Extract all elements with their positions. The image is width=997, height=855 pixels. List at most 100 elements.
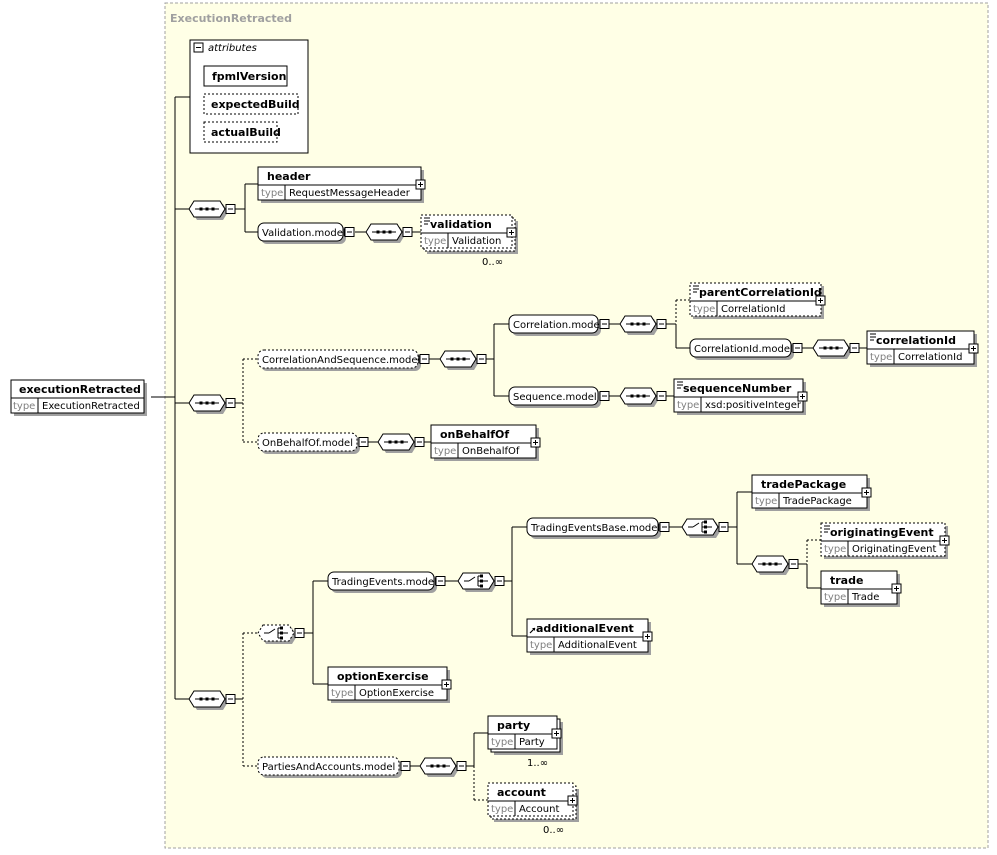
group-on-behalf-of-model[interactable]: OnBehalfOf.model bbox=[257, 432, 369, 454]
group-on-behalf-of-model-label: OnBehalfOf.model bbox=[262, 438, 353, 449]
svg-text:type: type bbox=[13, 401, 35, 412]
correlationId-type: CorrelationId bbox=[898, 352, 962, 363]
svg-text:type: type bbox=[693, 304, 715, 315]
attribute-fpmlVersion[interactable]: fpmlVersion bbox=[203, 65, 288, 87]
container-title: ExecutionRetracted bbox=[170, 12, 292, 25]
svg-text:type: type bbox=[755, 496, 777, 507]
group-sequence-model[interactable]: Sequence.model bbox=[508, 386, 610, 408]
parentCorrelationId-type: CorrelationId bbox=[721, 304, 785, 315]
validation-occurrence: 0..∞ bbox=[482, 257, 503, 268]
svg-text:type: type bbox=[331, 688, 353, 699]
sequence-sequence[interactable] bbox=[619, 387, 667, 407]
element-originatingEvent[interactable]: originatingEvent type OriginatingEvent bbox=[820, 522, 950, 559]
choice-main[interactable] bbox=[257, 624, 305, 644]
group-correlation-id-model-label: CorrelationId.model bbox=[694, 344, 793, 355]
sequence-parties-and-accounts[interactable] bbox=[419, 757, 467, 777]
sequence-trade[interactable] bbox=[751, 555, 799, 575]
choice-trading-events[interactable] bbox=[457, 572, 505, 592]
choice-trading-events-base[interactable] bbox=[681, 518, 729, 538]
additionalEvent-name: additionalEvent bbox=[536, 622, 634, 635]
optionExercise-name: optionExercise bbox=[337, 670, 429, 683]
svg-text:type: type bbox=[491, 737, 513, 748]
onBehalfOf-name: onBehalfOf bbox=[440, 428, 509, 441]
group-correlation-id-model[interactable]: CorrelationId.model bbox=[689, 338, 803, 360]
root-element-executionRetracted[interactable]: executionRetracted type ExecutionRetract… bbox=[10, 379, 147, 416]
group-trading-events-model[interactable]: TradingEvents.model bbox=[327, 571, 446, 593]
sequenceNumber-name: sequenceNumber bbox=[683, 382, 792, 395]
group-correlation-model-label: Correlation.model bbox=[513, 320, 602, 331]
element-onBehalfOf[interactable]: onBehalfOf type OnBehalfOf bbox=[430, 424, 541, 461]
element-account[interactable]: account type Account 0..∞ bbox=[487, 782, 579, 836]
sequence-main-2[interactable] bbox=[188, 394, 236, 414]
trade-name: trade bbox=[830, 574, 863, 587]
group-correlation-model[interactable]: Correlation.model bbox=[508, 314, 610, 336]
svg-text:type: type bbox=[824, 544, 846, 555]
group-trading-events-base-model-label: TradingEventsBase.model bbox=[530, 523, 660, 534]
svg-text:type: type bbox=[491, 804, 513, 815]
group-trading-events-base-model[interactable]: TradingEventsBase.model bbox=[526, 517, 670, 539]
attribute-actualBuild[interactable]: actualBuild bbox=[203, 121, 281, 143]
svg-text:type: type bbox=[434, 446, 456, 457]
attributes-label: attributes bbox=[208, 43, 257, 54]
svg-text:fpmlVersion: fpmlVersion bbox=[212, 70, 286, 83]
account-type: Account bbox=[519, 804, 559, 815]
sequence-correlation-and-sequence[interactable] bbox=[439, 350, 487, 370]
group-parties-and-accounts-model[interactable]: PartiesAndAccounts.model bbox=[257, 756, 411, 778]
root-name: executionRetracted bbox=[19, 383, 141, 396]
element-header[interactable]: header type RequestMessageHeader bbox=[257, 166, 426, 203]
element-optionExercise[interactable]: optionExercise type OptionExercise bbox=[327, 666, 452, 703]
sequence-main-3[interactable] bbox=[188, 690, 236, 710]
sequence-correlation[interactable] bbox=[619, 315, 667, 335]
element-trade[interactable]: trade type Trade bbox=[820, 570, 902, 607]
element-correlationId[interactable]: correlationId type CorrelationId bbox=[866, 330, 979, 367]
parentCorrelationId-name: parentCorrelationId bbox=[699, 286, 822, 299]
correlationId-name: correlationId bbox=[876, 334, 956, 347]
svg-text:type: type bbox=[424, 236, 446, 247]
group-validation-model-label: Validation.model bbox=[262, 228, 346, 239]
party-occurrence: 1..∞ bbox=[527, 758, 548, 769]
tradePackage-name: tradePackage bbox=[761, 478, 846, 491]
connectors bbox=[151, 96, 867, 801]
svg-text:expectedBuild: expectedBuild bbox=[211, 98, 300, 111]
group-trading-events-model-label: TradingEvents.model bbox=[331, 577, 437, 588]
sequence-main-1[interactable] bbox=[188, 200, 236, 220]
originatingEvent-type: OriginatingEvent bbox=[852, 544, 936, 555]
header-type: RequestMessageHeader bbox=[289, 188, 411, 199]
sequence-validation[interactable] bbox=[365, 223, 413, 243]
group-correlation-and-sequence-model[interactable]: CorrelationAndSequence.model bbox=[257, 349, 430, 371]
sequence-correlation-id[interactable] bbox=[812, 339, 860, 359]
trade-type: Trade bbox=[851, 592, 879, 603]
validation-name: validation bbox=[430, 218, 492, 231]
onBehalfOf-type: OnBehalfOf bbox=[462, 446, 520, 457]
tradePackage-type: TradePackage bbox=[782, 496, 852, 507]
svg-text:actualBuild: actualBuild bbox=[211, 126, 281, 139]
element-parentCorrelationId[interactable]: parentCorrelationId type CorrelationId bbox=[689, 282, 826, 319]
element-party[interactable]: party type Party 1..∞ bbox=[487, 715, 563, 769]
party-name: party bbox=[497, 719, 530, 732]
attributes-box: attributes fpmlVersion expectedBuild act… bbox=[189, 39, 309, 154]
root-type: ExecutionRetracted bbox=[42, 401, 140, 412]
group-correlation-and-sequence-model-label: CorrelationAndSequence.model bbox=[262, 355, 420, 366]
svg-text:type: type bbox=[261, 188, 283, 199]
svg-text:type: type bbox=[824, 592, 846, 603]
schema-nodes: Validation.modelCorrelationAndSequence.m… bbox=[188, 166, 979, 836]
group-sequence-model-label: Sequence.model bbox=[513, 392, 597, 403]
sequence-on-behalf-of[interactable] bbox=[377, 433, 425, 453]
optionExercise-type: OptionExercise bbox=[359, 688, 434, 699]
svg-text:type: type bbox=[677, 400, 699, 411]
party-type: Party bbox=[519, 737, 545, 748]
additionalEvent-type: AdditionalEvent bbox=[558, 640, 637, 651]
originatingEvent-name: originatingEvent bbox=[830, 526, 934, 539]
group-parties-and-accounts-model-label: PartiesAndAccounts.model bbox=[262, 762, 395, 773]
element-tradePackage[interactable]: tradePackage type TradePackage bbox=[751, 474, 872, 511]
svg-text:type: type bbox=[870, 352, 892, 363]
attribute-expectedBuild[interactable]: expectedBuild bbox=[203, 93, 300, 115]
group-validation-model[interactable]: Validation.model bbox=[257, 222, 355, 244]
account-name: account bbox=[497, 786, 546, 799]
account-occurrence: 0..∞ bbox=[543, 825, 564, 836]
header-name: header bbox=[267, 170, 311, 183]
